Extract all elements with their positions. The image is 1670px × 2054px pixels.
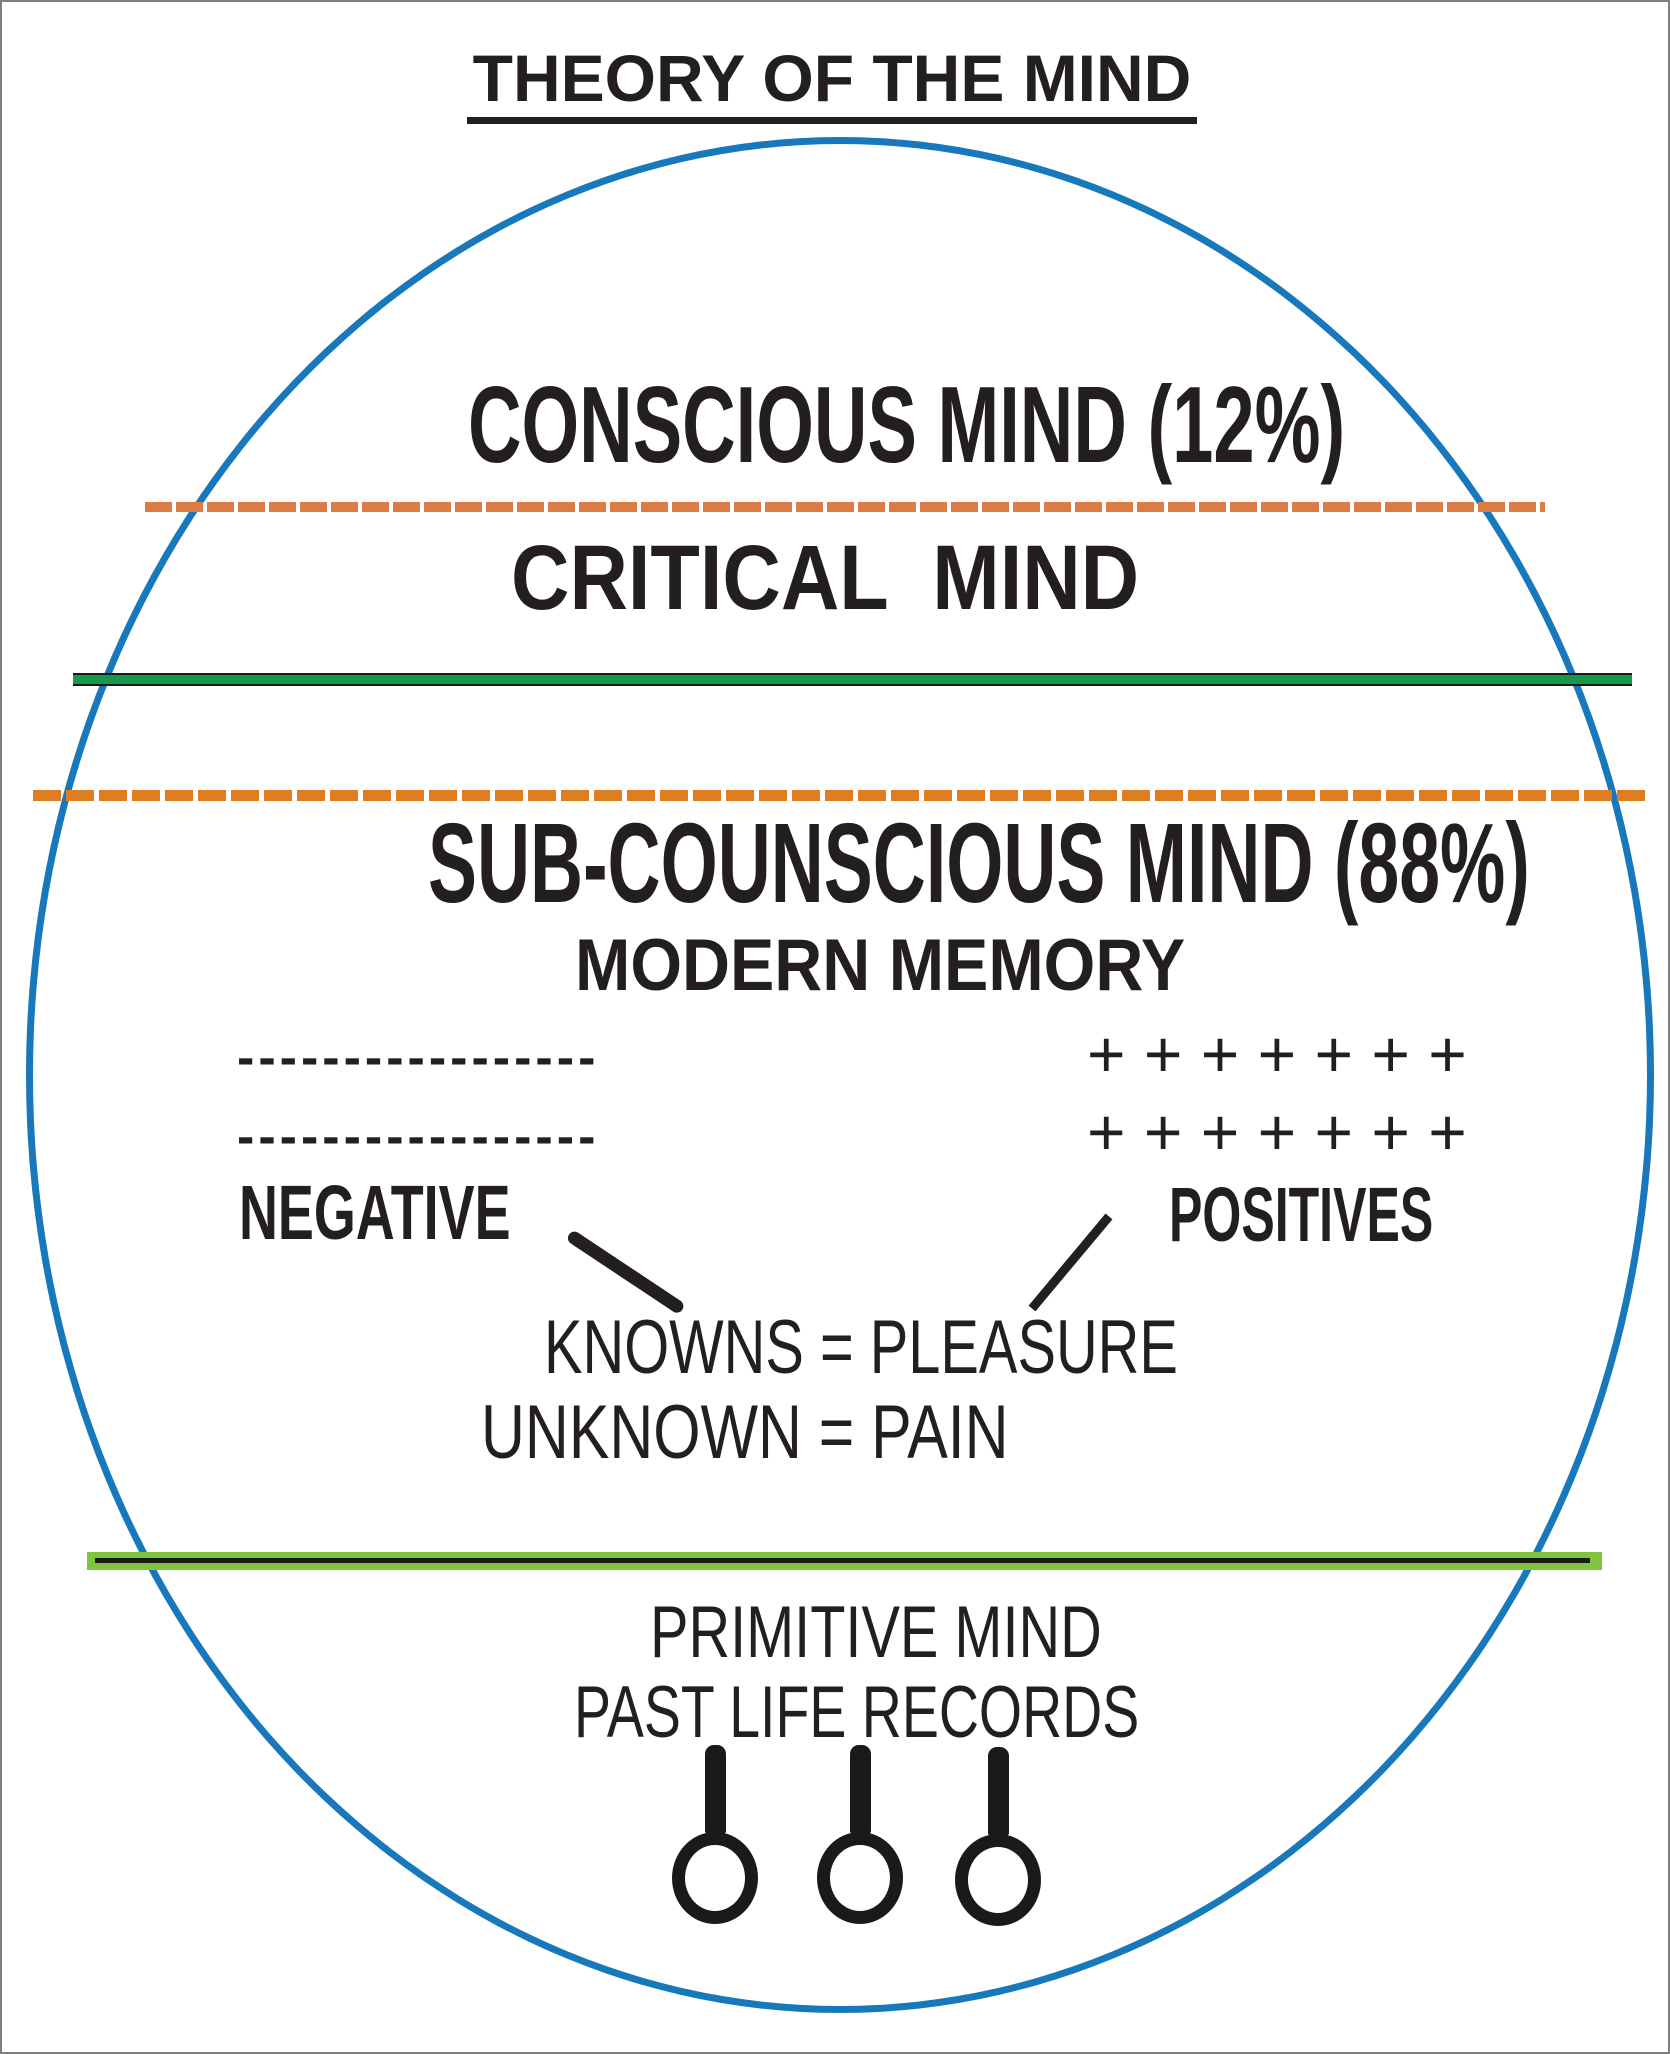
key-ring-icon bbox=[817, 1832, 903, 1924]
unknown-pain-label: UNKNOWN = PAIN bbox=[481, 1390, 1009, 1475]
positives-label: POSITIVES bbox=[1169, 1172, 1434, 1258]
primitive-divider-inner-stripe bbox=[95, 1558, 1590, 1563]
title-row: THEORY OF THE MIND bbox=[2, 45, 1662, 124]
primitive-mind-label: PRIMITIVE MIND bbox=[650, 1592, 1102, 1673]
critical-mind-label: CRITICAL MIND bbox=[511, 527, 1140, 629]
key-stem-icon bbox=[849, 1745, 871, 1834]
positive-marks-row-2: + + + + + + + bbox=[1087, 1095, 1467, 1169]
past-life-key-icon-1 bbox=[672, 1745, 758, 1924]
mind-ellipse-outline bbox=[26, 137, 1654, 2013]
primitive-mind-solid-divider bbox=[87, 1552, 1602, 1570]
positive-marks-row-1: + + + + + + + bbox=[1087, 1017, 1467, 1091]
conscious-mind-label: CONSCIOUS MIND (12%) bbox=[468, 364, 1346, 486]
key-ring-icon bbox=[955, 1834, 1041, 1926]
knowns-pleasure-label: KNOWNS = PLEASURE bbox=[544, 1305, 1178, 1390]
conscious-critical-dashed-divider bbox=[145, 502, 1545, 512]
subconscious-dashed-divider bbox=[33, 790, 1647, 801]
modern-memory-label: MODERN MEMORY bbox=[575, 925, 1186, 1006]
past-life-key-icon-3 bbox=[955, 1747, 1041, 1926]
subconscious-mind-label: SUB-COUNSCIOUS MIND (88%) bbox=[428, 800, 1530, 926]
negative-marks-row-1: ----------------- bbox=[237, 1029, 600, 1087]
past-life-records-label: PAST LIFE RECORDS bbox=[574, 1672, 1140, 1753]
past-life-key-icon-2 bbox=[817, 1745, 903, 1924]
critical-mind-solid-divider bbox=[73, 673, 1632, 686]
negative-label: NEGATIVE bbox=[239, 1170, 511, 1256]
key-stem-icon bbox=[987, 1747, 1009, 1836]
diagram-title: THEORY OF THE MIND bbox=[466, 45, 1198, 124]
negative-marks-row-2: ----------------- bbox=[237, 1108, 600, 1166]
key-ring-icon bbox=[672, 1832, 758, 1924]
key-stem-icon bbox=[704, 1745, 726, 1834]
